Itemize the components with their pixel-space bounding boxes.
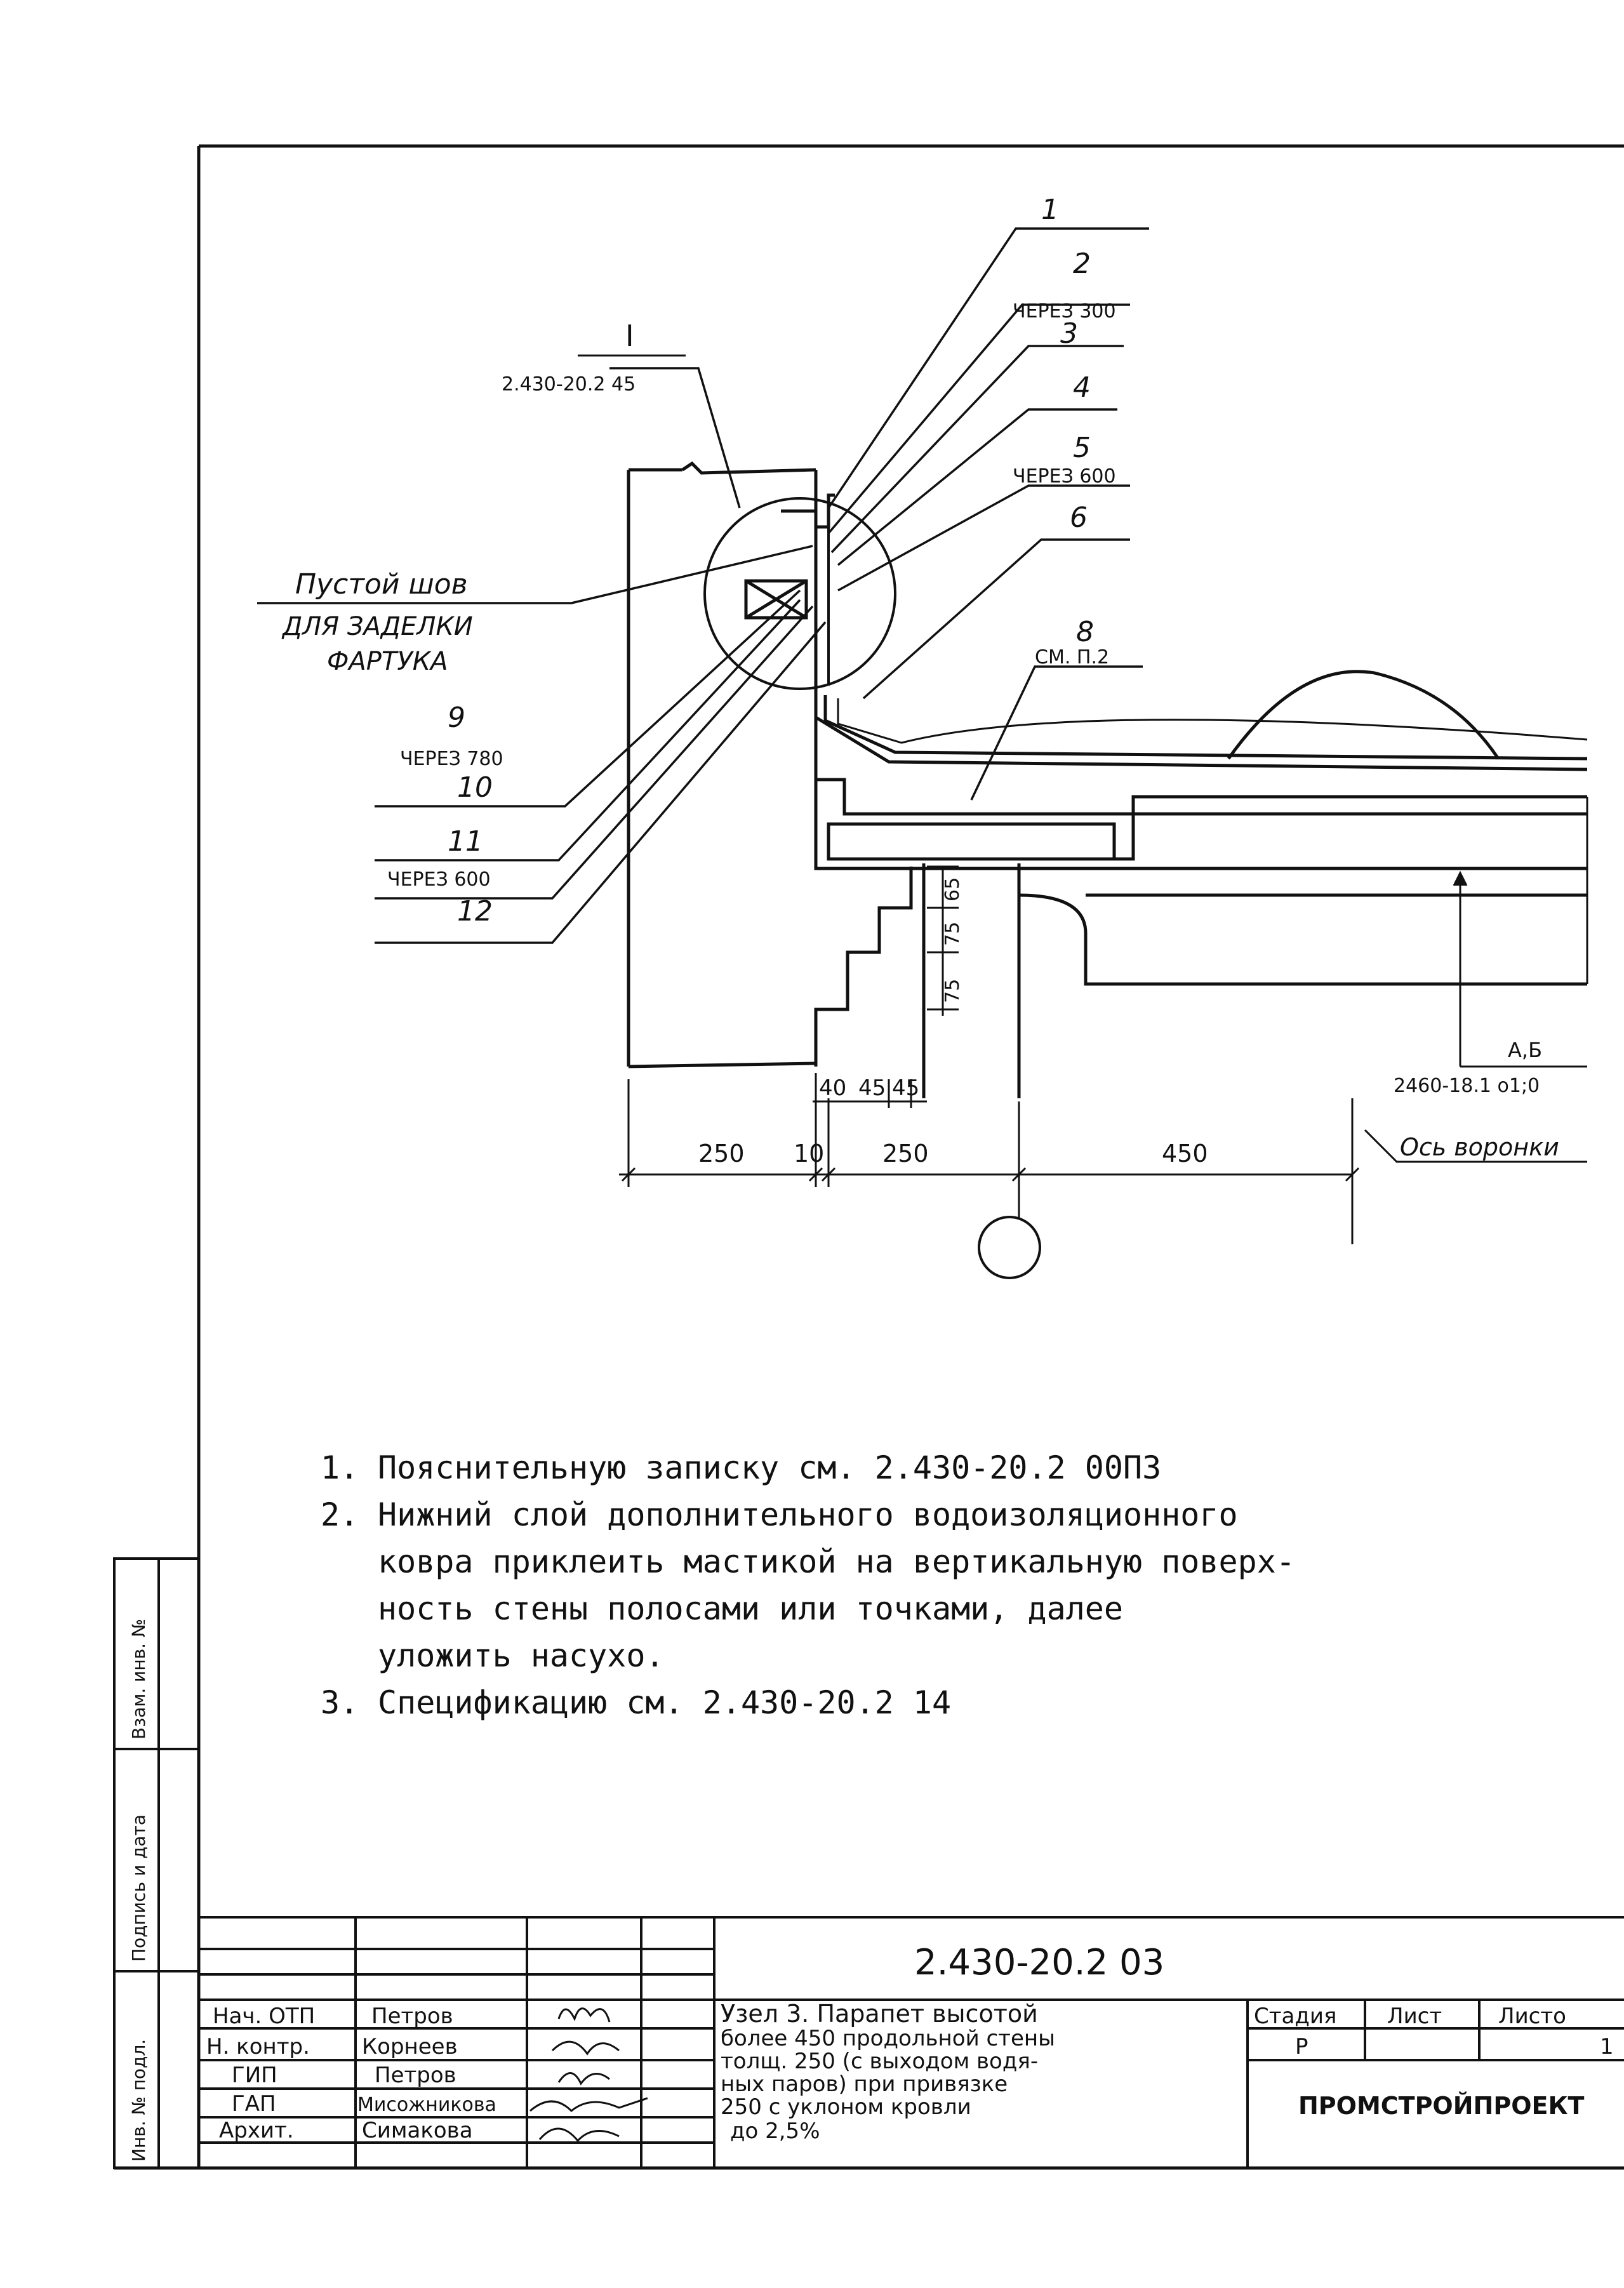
title-line-6: до 2,5%	[730, 2118, 820, 2144]
name-3: Петров	[375, 2063, 456, 2088]
note-3-number: 3.	[321, 1684, 359, 1721]
role-5: Архит.	[219, 2118, 294, 2143]
callout-12: 12	[457, 895, 493, 928]
dim-m-1: 250	[698, 1140, 745, 1167]
role-2: Н. контр.	[206, 2034, 310, 2059]
callout-9-note: ЧЕРЕЗ 780	[400, 748, 503, 770]
dim-m-4: 450	[1162, 1140, 1208, 1167]
parapet-section	[627, 461, 1588, 1098]
stage-header: Стадия	[1254, 2004, 1336, 2029]
note-2-line-1: Нижний слой дополнительного водоизоляцио…	[378, 1496, 1238, 1533]
sheets-header: Листо	[1498, 2004, 1566, 2029]
stage-value: Р	[1295, 2034, 1308, 2059]
role-4: ГАП	[232, 2091, 276, 2117]
axis-marker-circle	[978, 1216, 1041, 1279]
note-3-line-1: Спецификацию см. 2.430-20.2 14	[378, 1684, 952, 1721]
callout-11-note: ЧЕРЕЗ 600	[387, 868, 491, 891]
detail-ref-doc: 2.430-20.2 45	[502, 373, 636, 396]
empty-seam-line3: ФАРТУКА	[327, 647, 448, 676]
title-line-2: более 450 продольной стены	[721, 2026, 1055, 2051]
leader-lines	[257, 227, 1149, 944]
name-4: Мисожникова	[357, 2094, 496, 2116]
callout-3: 3	[1060, 317, 1078, 350]
dim-v-1: 65	[942, 877, 964, 901]
callout-5-note: ЧЕРЕЗ 600	[1013, 465, 1116, 488]
dim-m-3: 250	[882, 1140, 929, 1167]
dim-m-2: 10	[794, 1140, 824, 1167]
note-3: 3. Спецификацию см. 2.430-20.2 14	[321, 1679, 1559, 1726]
stage-block: Стадия Лист Листо Р 1 ПРОМСТРОЙПРОЕКТ	[1254, 2004, 1614, 2120]
axis-reference: А,Б 2460-18.1 о1;0 Ось воронки	[1394, 1038, 1559, 1161]
note-1-number: 1.	[321, 1449, 359, 1486]
callout-numbers: 1 2 3 4 5 6 8 9 10 11 12	[448, 194, 1094, 928]
detail-ref-mark: I	[625, 319, 634, 353]
callout-11: 11	[448, 825, 483, 858]
title-line-4: ных паров) при привязке	[721, 2072, 1008, 2097]
title-block-roles: Нач. ОТП Н. контр. ГИП ГАП Архит.	[206, 2004, 315, 2143]
sheet-header: Лист	[1387, 2004, 1442, 2029]
side-stamp-labels: Взам. инв. № Подпись и дата Инв. № подл.	[128, 1619, 149, 2162]
signatures	[529, 2007, 648, 2143]
title-line-1: Узел 3. Парапет высотой	[721, 2000, 1038, 2028]
note-2-line-3: ность стены полосами или точками, далее	[378, 1590, 1123, 1627]
role-3: ГИП	[232, 2063, 277, 2088]
callout-4: 4	[1073, 371, 1091, 404]
side-stamp-signature-date: Подпись и дата	[128, 1814, 149, 1962]
callout-10: 10	[457, 771, 493, 804]
dimension-lines	[619, 865, 1587, 1244]
note-2-line-2: ковра приклеить мастикой на вертикальную…	[378, 1543, 1295, 1580]
dimension-ticks	[621, 1167, 1360, 1182]
dim-s-3: 45	[892, 1075, 919, 1101]
detail-circle	[703, 497, 896, 690]
title-line-5: 250 с уклоном кровли	[721, 2094, 971, 2120]
note-2-number: 2.	[321, 1496, 359, 1533]
callout-8-note: СМ. П.2	[1035, 646, 1109, 668]
role-1: Нач. ОТП	[213, 2004, 315, 2029]
title-block-names: Петров Корнеев Петров Мисожникова Симако…	[357, 2004, 496, 2143]
callout-9: 9	[448, 702, 465, 734]
note-1: 1. Пояснительную записку см. 2.430-20.2 0…	[321, 1444, 1559, 1491]
empty-seam-line1: Пустой шов	[295, 568, 468, 601]
organization: ПРОМСТРОЙПРОЕКТ	[1298, 2092, 1585, 2120]
side-stamp	[113, 1557, 200, 2169]
dim-v-2: 75	[942, 922, 964, 946]
title-block-grid	[199, 1916, 1624, 2168]
callout-6: 6	[1070, 502, 1088, 534]
name-1: Петров	[371, 2004, 453, 2029]
title-text: Узел 3. Парапет высотой более 450 продол…	[721, 2000, 1055, 2144]
empty-seam-line2: ДЛЯ ЗАДЕЛКИ	[281, 612, 473, 641]
callout-1: 1	[1041, 194, 1059, 226]
note-1-line-1: Пояснительную записку см. 2.430-20.2 00П…	[378, 1449, 1162, 1486]
small-dimension-labels: 40 45 45	[819, 1075, 919, 1101]
dim-s-1: 40	[819, 1075, 846, 1101]
name-5: Симакова	[362, 2118, 473, 2143]
empty-seam-label: Пустой шов ДЛЯ ЗАДЕЛКИ ФАРТУКА	[281, 568, 473, 676]
callout-2-note: ЧЕРЕЗ 300	[1013, 300, 1116, 323]
note-2-line-4: уложить насухо.	[378, 1637, 665, 1674]
side-stamp-original-inv: Инв. № подл.	[128, 2039, 149, 2162]
callout-5: 5	[1073, 432, 1091, 464]
funnel-axis-label: Ось воронки	[1400, 1133, 1559, 1161]
notes-section: 1. Пояснительную записку см. 2.430-20.2 0…	[321, 1444, 1559, 1726]
detail-reference: I 2.430-20.2 45	[502, 319, 686, 396]
dim-s-2: 45	[858, 1075, 886, 1101]
callout-2: 2	[1073, 248, 1091, 280]
axis-ref-doc: 2460-18.1 о1;0	[1394, 1075, 1540, 1097]
callout-8: 8	[1076, 616, 1094, 648]
callout-notes: ЧЕРЕЗ 300 ЧЕРЕЗ 600 СМ. П.2 ЧЕРЕЗ 780 ЧЕ…	[387, 300, 1116, 891]
vertical-dimension-labels: 65 75 75	[942, 877, 964, 1003]
title-line-3: толщ. 250 (с выходом водя-	[721, 2049, 1038, 2074]
name-2: Корнеев	[362, 2034, 458, 2059]
sheet-frame	[114, 144, 1624, 2170]
side-stamp-replacement-inv: Взам. инв. №	[128, 1619, 149, 1739]
main-dimension-labels: 250 10 250 450	[698, 1140, 1208, 1167]
doc-number: 2.430-20.2 03	[914, 1942, 1164, 1983]
note-2: 2. Нижний слой дополнительного водоизоляц…	[321, 1491, 1559, 1538]
dim-v-3: 75	[942, 979, 964, 1003]
axis-ref-mark: А,Б	[1508, 1038, 1542, 1062]
sheet-value: 1	[1600, 2034, 1614, 2059]
